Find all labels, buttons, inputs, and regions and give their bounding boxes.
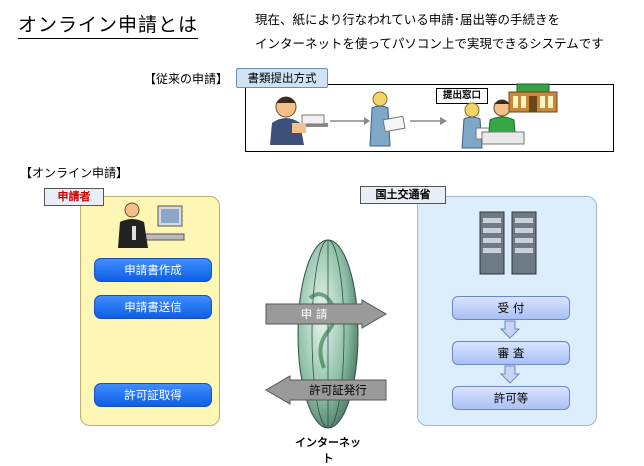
create-application-button[interactable]: 申請書作成 <box>94 258 212 282</box>
server-rack-icon <box>479 211 537 275</box>
reception-step: 受 付 <box>452 296 570 320</box>
obtain-permit-button[interactable]: 許可証取得 <box>94 383 212 407</box>
traditional-arrows <box>330 117 447 125</box>
applicant-tag: 申請者 <box>44 188 104 206</box>
apply-arrow <box>265 299 387 329</box>
government-building-icon <box>508 83 558 113</box>
computer-user-icon <box>118 202 185 248</box>
permit-step: 許可等 <box>452 386 570 410</box>
window-sign: 提出窓口 <box>436 88 488 104</box>
description-line-2: インターネットを使ってパソコン上で実現できるシステムです <box>255 36 604 51</box>
office-worker-icon <box>481 99 525 145</box>
person-with-documents-icon <box>369 91 406 147</box>
step-arrow-1 <box>499 320 521 339</box>
apply-arrow-label: 申 請 <box>300 307 328 321</box>
issue-permit-arrow-label: 許可証発行 <box>309 383 367 397</box>
online-label: 【オンライン申請】 <box>20 166 129 180</box>
internet-label: インターネット <box>295 436 361 465</box>
ministry-tag: 国土交通省 <box>360 186 446 204</box>
traditional-label: 【従来の申請】 <box>144 72 229 86</box>
send-application-button[interactable]: 申請書送信 <box>94 295 212 319</box>
office-worker-icon <box>270 96 328 145</box>
page-title: オンライン申請とは <box>18 14 199 39</box>
method-tag: 書類提出方式 <box>236 68 328 88</box>
description-line-1: 現在、紙により行なわれている申請･届出等の手続きを <box>255 12 561 27</box>
review-step: 審 査 <box>452 341 570 365</box>
issue-permit-arrow <box>265 375 387 405</box>
step-arrow-2 <box>499 365 521 384</box>
